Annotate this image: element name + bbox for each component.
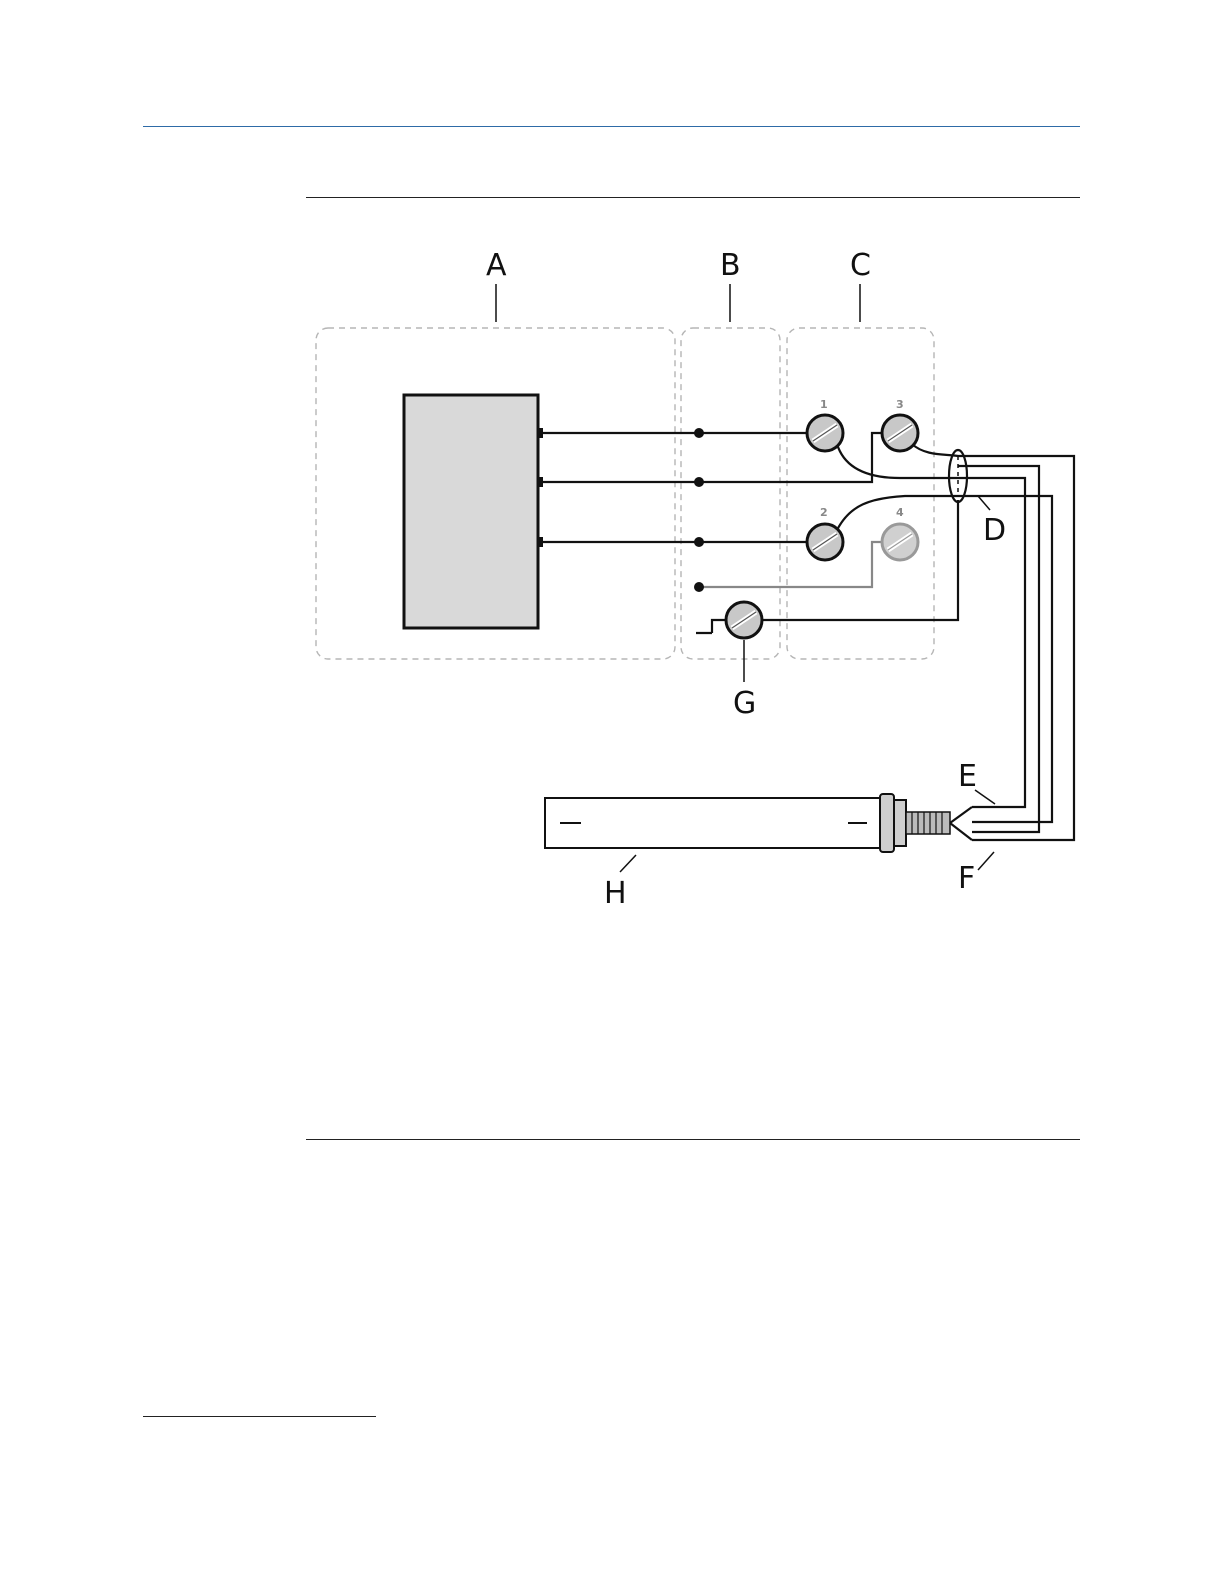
probe-gland-nut: [894, 800, 906, 846]
junction-dot: [694, 428, 704, 438]
callout-f-leader: [978, 852, 994, 870]
terminal-3-screw: [882, 415, 918, 451]
terminal-4-label: 4: [896, 506, 904, 519]
probe-thread: [906, 812, 950, 834]
callout-g: G: [733, 686, 756, 721]
callout-b: B: [720, 248, 741, 283]
wire-line-4: [699, 542, 890, 587]
terminal-4-screw: [882, 524, 918, 560]
ground-screw: [726, 602, 762, 638]
terminal-3-label: 3: [896, 398, 904, 411]
junction-dot: [694, 537, 704, 547]
terminal-2-label: 2: [820, 506, 828, 519]
cable-wire-f: [912, 444, 1074, 840]
sensor-probe-body: [545, 798, 882, 848]
callout-e: E: [958, 759, 977, 794]
junction-dot: [694, 582, 704, 592]
callout-f: F: [958, 861, 975, 896]
callout-d-leader: [978, 496, 990, 510]
ground-wire: [744, 500, 958, 620]
device-block: [404, 395, 538, 628]
terminal-1-label: 1: [820, 398, 828, 411]
enclosure-c: [787, 328, 934, 659]
ground-symbol: [696, 620, 726, 633]
cable-wire-e1: [837, 444, 1025, 807]
probe-gland: [880, 794, 894, 852]
callout-h: H: [604, 876, 627, 911]
terminal-2-screw: [807, 524, 843, 560]
probe-wire-split: [950, 807, 972, 840]
callout-a: A: [486, 248, 507, 283]
callout-d: D: [983, 513, 1006, 548]
callout-h-leader: [620, 855, 636, 872]
terminal-1-screw: [807, 415, 843, 451]
callout-c: C: [850, 248, 871, 283]
callout-e-leader: [975, 790, 995, 804]
junction-dot: [694, 477, 704, 487]
